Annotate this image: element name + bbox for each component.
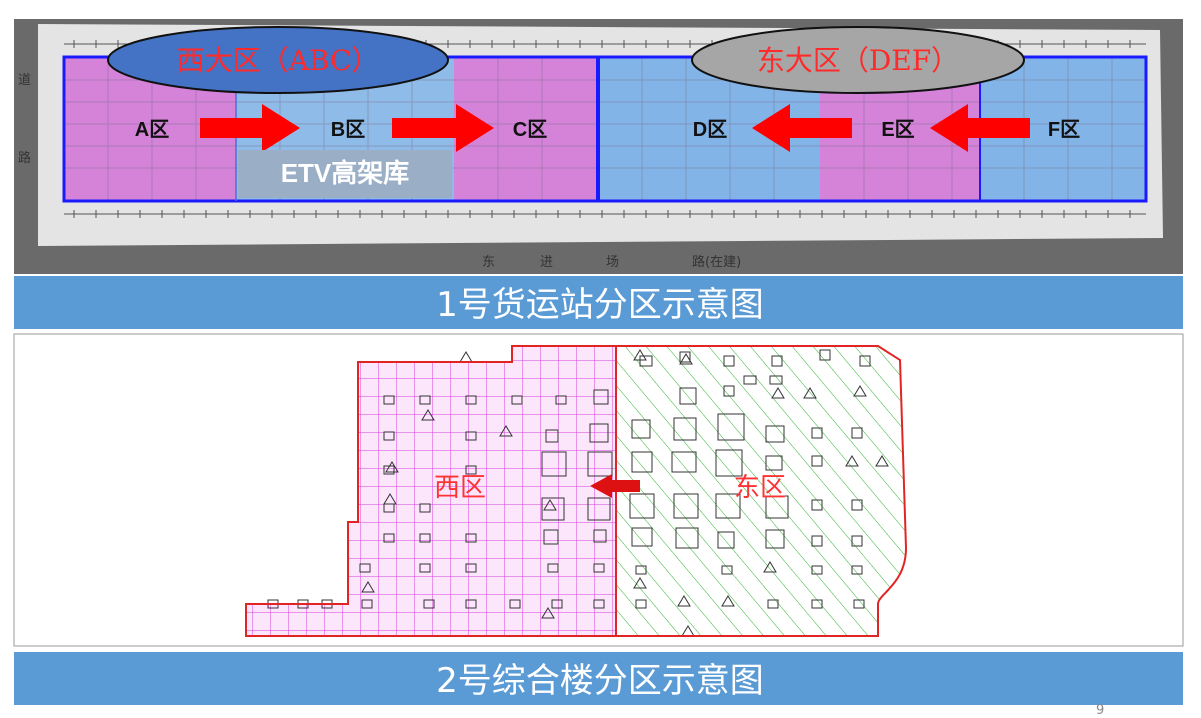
caption-2: 2号综合楼分区示意图 — [436, 661, 764, 701]
etv-label-box — [238, 150, 452, 198]
caption-2-bar — [14, 652, 1183, 705]
road-bottom-4: 路(在建) — [692, 254, 741, 270]
building-2-outline — [245, 345, 908, 637]
panel-2-building-2: 西区 东区 — [13, 333, 1184, 647]
east-group-ellipse — [691, 26, 1025, 94]
caption-1: 1号货运站分区示意图 — [436, 285, 764, 325]
arrow-b-to-c — [392, 104, 494, 152]
caption-1-bar — [14, 276, 1183, 329]
west-zone — [246, 346, 616, 636]
west-zone-label: 西区 — [434, 473, 486, 503]
panel-1-station-1: 西大区（ABC） 东大区（DEF） A区 B区 C区 D区 E区 F区 ETV高… — [14, 19, 1183, 274]
zone-f-label: F区 — [1048, 119, 1080, 141]
zone-c-label: C区 — [513, 119, 547, 141]
road-bottom-2: 进 — [540, 255, 553, 270]
arrow-east-to-west — [590, 474, 640, 498]
zone-e-label: E区 — [881, 119, 914, 141]
building-outline — [62, 55, 1148, 203]
zone-b-label: B区 — [331, 119, 365, 141]
zone-a-label: A区 — [135, 119, 169, 141]
arrow-a-to-b — [200, 104, 300, 152]
east-zone-label: 东区 — [734, 473, 786, 503]
road-bottom-3: 场 — [606, 255, 619, 270]
etv-label: ETV高架库 — [281, 158, 410, 188]
zone-d-label: D区 — [693, 119, 727, 141]
road-bottom-1: 东 — [482, 255, 495, 270]
flow-arrows — [200, 104, 1030, 152]
road-left-bottom: 路 — [18, 150, 31, 166]
west-group-ellipse — [107, 26, 449, 94]
arrow-e-to-d — [752, 104, 852, 152]
road-left-top: 道 — [18, 73, 31, 88]
west-group-label: 西大区（ABC） — [177, 44, 380, 77]
page-number: 9 — [1096, 703, 1105, 718]
east-group-label: 东大区（DEF） — [757, 44, 959, 77]
arrow-f-to-e — [930, 104, 1030, 152]
